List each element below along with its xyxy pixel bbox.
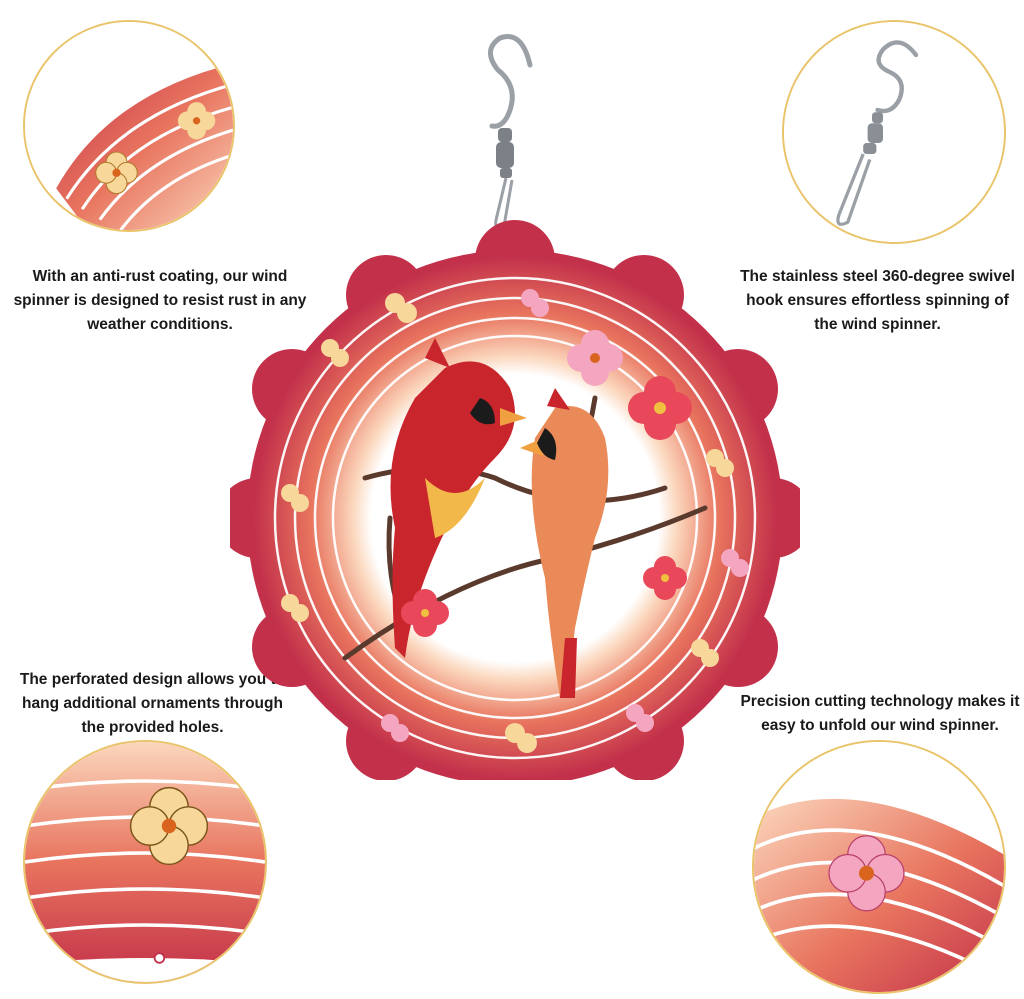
blossom-icon [628, 376, 692, 440]
wave-pattern-closeup [25, 22, 233, 230]
swivel-hook-caption: The stainless steel 360-degree swivel ho… [740, 268, 1015, 333]
blossom-icon [567, 330, 623, 386]
precision-caption: Precision cutting technology makes it ea… [740, 693, 1020, 734]
flower-icon [129, 786, 209, 866]
blossom-icon [401, 589, 449, 637]
blossom-icon [643, 556, 687, 600]
perforated-caption: The perforated design allows you to hang… [19, 671, 286, 736]
precision-cutting-callout [752, 740, 1006, 994]
male-cardinal [390, 338, 527, 659]
blossom-icon [828, 835, 905, 912]
hanging-hole-icon [153, 952, 166, 964]
female-cardinal [520, 388, 609, 698]
anti-rust-caption: With an anti-rust coating, our wind spin… [13, 268, 307, 333]
flower-icon [95, 151, 138, 195]
anti-rust-detail-callout [23, 20, 235, 232]
rim-flower-icon [281, 293, 734, 753]
swivel-joint-icon [496, 128, 514, 178]
precision-cut-closeup [754, 742, 1004, 992]
spinner-disc [217, 220, 813, 816]
cardinal-wind-spinner [217, 20, 813, 816]
swivel-hook-icon [784, 22, 1004, 242]
swivel-hook-icon [488, 34, 533, 129]
perforated-closeup [25, 742, 265, 982]
swivel-hook-callout [782, 20, 1006, 244]
